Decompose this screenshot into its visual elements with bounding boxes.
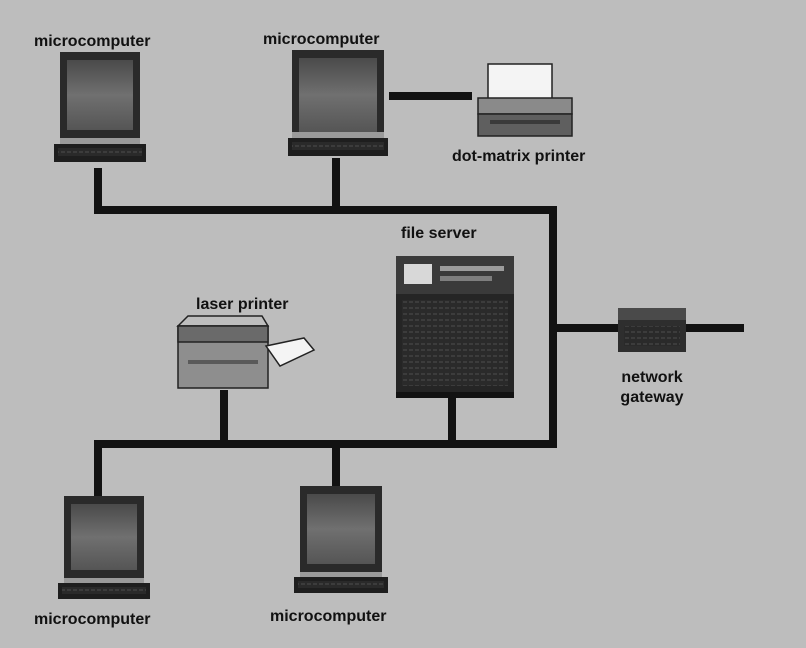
file-server: file server xyxy=(396,225,514,398)
file-server-icon xyxy=(396,256,514,398)
network-gateway-icon xyxy=(618,308,686,352)
computer-icon xyxy=(294,486,388,593)
label-dot-matrix: dot-matrix printer xyxy=(452,148,585,165)
micro-top-left: microcomputer xyxy=(34,33,150,162)
micro-bottom-left: microcomputer xyxy=(34,496,150,628)
laser-printer: laser printer xyxy=(178,296,314,388)
label-laser-printer: laser printer xyxy=(196,296,288,313)
computer-icon xyxy=(54,52,146,162)
micro-top-mid: microcomputer xyxy=(263,31,388,156)
label-gateway-line1: network xyxy=(621,369,682,386)
network-gateway: network gateway xyxy=(618,308,686,406)
label-micro-bottom-mid: microcomputer xyxy=(270,608,386,625)
micro-bottom-mid: microcomputer xyxy=(270,486,388,625)
computer-icon xyxy=(288,50,388,156)
label-micro-top-left: microcomputer xyxy=(34,33,150,50)
dot-matrix-printer-icon xyxy=(478,64,572,136)
dot-matrix-printer: dot-matrix printer xyxy=(452,64,585,165)
cable-micro-top-left xyxy=(98,172,553,210)
computer-icon xyxy=(58,496,150,599)
label-file-server: file server xyxy=(401,225,477,242)
laser-printer-icon xyxy=(178,316,314,388)
label-micro-bottom-left: microcomputer xyxy=(34,611,150,628)
label-gateway-line2: gateway xyxy=(620,389,683,406)
label-micro-top-mid: microcomputer xyxy=(263,31,379,48)
